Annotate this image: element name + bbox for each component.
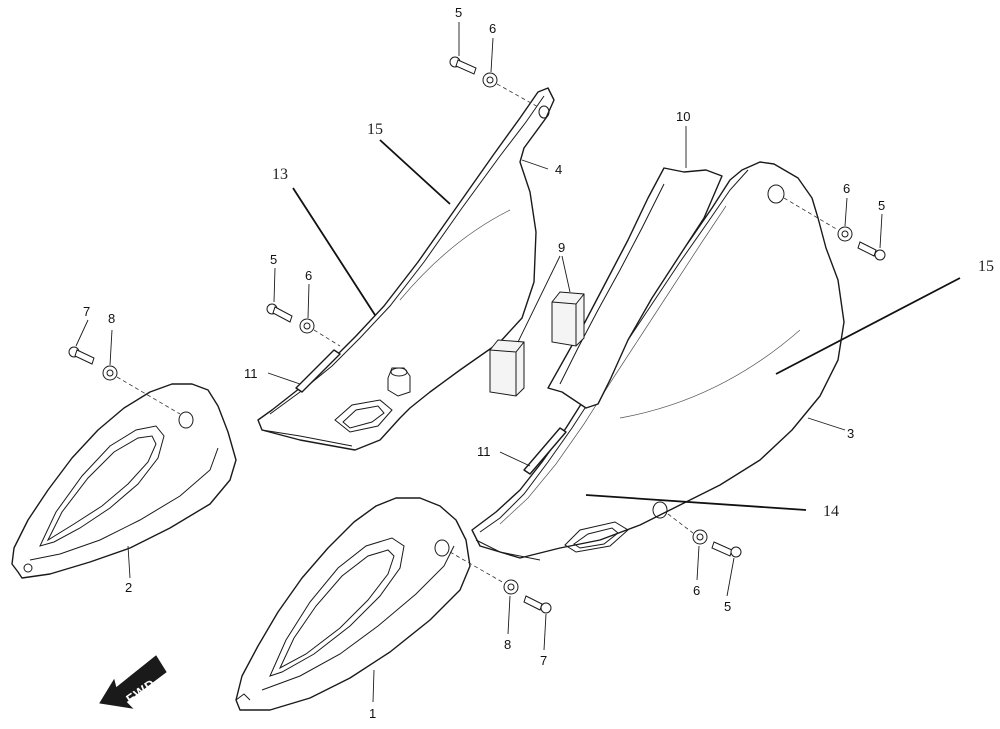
callout-9: 9 (558, 240, 565, 255)
callout-3: 3 (847, 426, 854, 441)
callout-14: 14 (823, 503, 839, 520)
fastener-screw-washer-bottom (449, 551, 552, 614)
part-9-foam-blocks (489, 291, 585, 397)
callout-6: 6 (843, 181, 850, 196)
fastener-screw-washer-right-bottom (667, 513, 742, 558)
callout-11: 11 (244, 366, 258, 381)
callout-13: 13 (272, 166, 288, 183)
callout-5: 5 (455, 5, 462, 20)
callout-labels: 1 2 3 4 5 5 5 5 6 6 6 6 7 7 8 8 9 10 11 … (83, 5, 994, 721)
callout-6: 6 (489, 21, 496, 36)
part-10-center-strip (547, 167, 723, 409)
callout-7: 7 (540, 653, 547, 668)
fwd-direction-badge: FWD (99, 655, 167, 709)
fastener-screw-washer-top (449, 56, 541, 109)
fastener-screw-washer-left (68, 346, 181, 415)
callout-6: 6 (305, 268, 312, 283)
fastener-screw-washer-mid-left (266, 303, 341, 347)
callout-15: 15 (978, 258, 994, 275)
callout-15: 15 (367, 121, 383, 138)
fastener-screw-washer-right-top (783, 197, 886, 261)
callout-8: 8 (504, 637, 511, 652)
arrow-left-icon (99, 655, 167, 709)
callout-11: 11 (477, 444, 491, 459)
callout-1: 1 (369, 706, 376, 721)
callout-5: 5 (724, 599, 731, 614)
callout-10: 10 (676, 109, 690, 124)
callout-8: 8 (108, 311, 115, 326)
callout-5: 5 (270, 252, 277, 267)
part-11-clips (295, 349, 567, 475)
leader-lines (75, 22, 961, 703)
part-2-left-panel (11, 383, 237, 579)
callout-2: 2 (125, 580, 132, 595)
callout-7: 7 (83, 304, 90, 319)
callout-5: 5 (878, 198, 885, 213)
callout-6: 6 (693, 583, 700, 598)
part-4-inner-cover (257, 87, 555, 451)
callout-4: 4 (555, 162, 562, 177)
part-1-right-panel (235, 497, 471, 711)
